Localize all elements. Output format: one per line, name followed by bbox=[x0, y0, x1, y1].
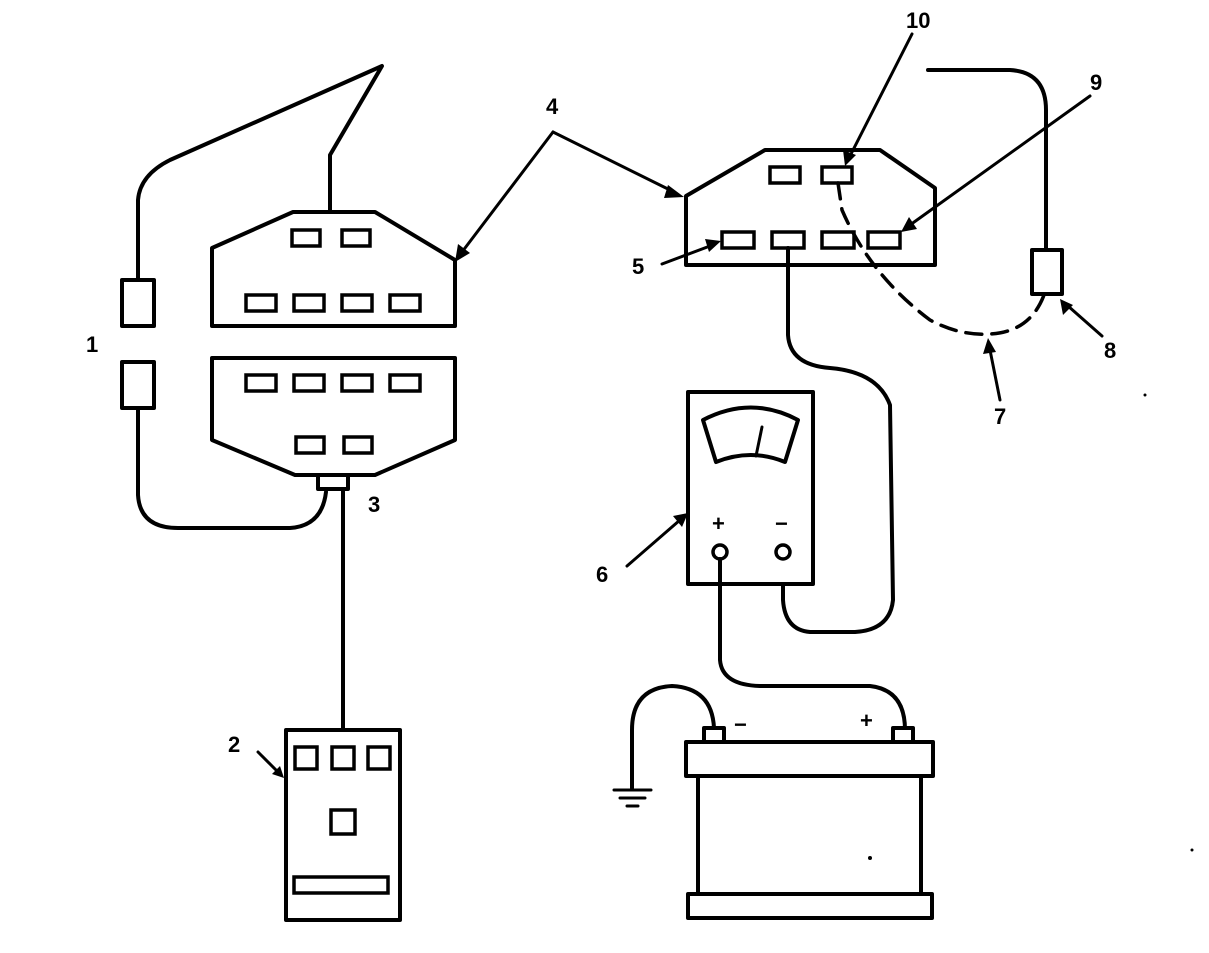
tester-box-2 bbox=[284, 728, 402, 922]
leader-5 bbox=[660, 244, 712, 266]
slot bbox=[292, 875, 390, 895]
leader-4-left bbox=[460, 130, 555, 254]
leader-10 bbox=[848, 32, 914, 158]
wire-probe-8 bbox=[926, 68, 1048, 252]
jumper-wire-7 bbox=[836, 181, 1046, 336]
arrowhead bbox=[705, 239, 721, 252]
leader-8 bbox=[1066, 304, 1104, 338]
pin bbox=[340, 293, 374, 313]
pin bbox=[244, 373, 278, 393]
leader-4-right bbox=[551, 130, 676, 194]
arrowhead bbox=[272, 766, 284, 778]
ground-icon bbox=[612, 788, 653, 808]
button bbox=[330, 745, 356, 771]
arrowhead bbox=[673, 513, 688, 527]
button bbox=[329, 808, 357, 836]
voltmeter-6: + − bbox=[686, 390, 815, 586]
connector-half-upper bbox=[120, 278, 156, 328]
callout-4: 4 bbox=[546, 94, 559, 119]
pin-9 bbox=[866, 230, 902, 250]
callout-7: 7 bbox=[994, 404, 1006, 429]
battery: − + bbox=[684, 708, 935, 920]
callout-8: 8 bbox=[1104, 338, 1116, 363]
scan-speck bbox=[1143, 393, 1147, 397]
callout-9: 9 bbox=[1090, 70, 1102, 95]
pin bbox=[340, 228, 372, 248]
arrowhead bbox=[843, 150, 856, 166]
arrowhead bbox=[1060, 299, 1073, 315]
callout-6: 6 bbox=[596, 562, 608, 587]
pin bbox=[388, 293, 422, 313]
pin bbox=[768, 165, 802, 185]
connector-plug-3 bbox=[316, 473, 350, 491]
module-upper-right bbox=[684, 148, 937, 267]
pin bbox=[820, 230, 856, 250]
pin bbox=[342, 435, 374, 455]
callout-2: 2 bbox=[228, 732, 240, 757]
button bbox=[293, 745, 319, 771]
probe-8 bbox=[1030, 248, 1064, 296]
wire-meter-plus-to-battery bbox=[718, 557, 907, 732]
arrowhead bbox=[983, 338, 996, 354]
callout-1: 1 bbox=[86, 332, 98, 357]
pin bbox=[294, 435, 326, 455]
meter-terminal-plus bbox=[711, 543, 729, 561]
meter-plus-sign: + bbox=[712, 511, 725, 536]
meter-needle bbox=[754, 425, 764, 458]
meter-minus-sign: − bbox=[775, 511, 788, 536]
arrowhead bbox=[664, 185, 684, 198]
pin-10 bbox=[820, 165, 854, 185]
arrowhead bbox=[901, 217, 917, 232]
pin bbox=[340, 373, 374, 393]
pin-5 bbox=[720, 230, 756, 250]
wire-lower-loop bbox=[136, 406, 328, 530]
arrowhead bbox=[455, 244, 470, 262]
pin bbox=[290, 228, 322, 248]
pin bbox=[244, 293, 278, 313]
button bbox=[366, 745, 392, 771]
leader-7 bbox=[988, 348, 1002, 402]
meter-dial bbox=[701, 405, 800, 464]
wire-battery-ground bbox=[630, 684, 716, 790]
pin bbox=[770, 230, 806, 250]
leader-6 bbox=[625, 518, 682, 568]
callout-10: 10 bbox=[906, 8, 930, 33]
wire-pin-to-meter-minus bbox=[781, 246, 895, 634]
meter-terminal-minus bbox=[774, 543, 792, 561]
leader-9 bbox=[908, 94, 1092, 227]
module-upper-left bbox=[210, 210, 457, 328]
callout-3: 3 bbox=[368, 492, 380, 517]
scan-speck bbox=[868, 856, 872, 860]
leader-2 bbox=[256, 750, 278, 772]
connector-halves-1 bbox=[120, 278, 156, 410]
pin bbox=[292, 293, 326, 313]
scan-speck bbox=[1190, 848, 1194, 852]
battery-minus-sign: − bbox=[734, 712, 747, 737]
battery-plus-sign: + bbox=[860, 708, 873, 733]
pin bbox=[388, 373, 422, 393]
module-lower-left bbox=[210, 356, 457, 477]
connector-half-lower bbox=[120, 360, 156, 410]
pin bbox=[292, 373, 326, 393]
callout-5: 5 bbox=[632, 254, 644, 279]
wire-antenna-loop bbox=[136, 64, 384, 282]
